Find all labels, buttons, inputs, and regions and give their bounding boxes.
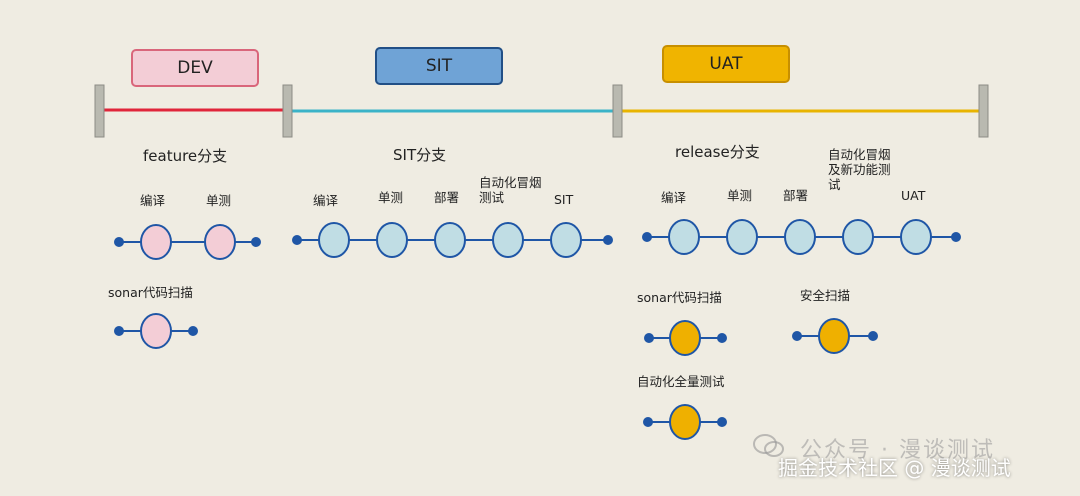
uat-sonar-pipeline (644, 320, 727, 356)
timeline-marker-start (94, 84, 105, 138)
uat-unit-test-node (726, 219, 758, 255)
timeline-marker-dev-sit (282, 84, 293, 138)
dev-unit-test-node (204, 224, 236, 260)
sit-unit-test-node (376, 222, 408, 258)
uat-sonar-label: sonar代码扫描 (637, 290, 722, 305)
dev-sonar-node (140, 313, 172, 349)
uat-test-label: UAT (901, 188, 926, 203)
uat-deploy-node (784, 219, 816, 255)
dev-pipeline (114, 224, 261, 260)
timeline-marker-end (978, 84, 989, 138)
uat-unit-test-label: 单测 (727, 188, 753, 203)
timeline-marker-sit-uat (612, 84, 623, 138)
uat-auto-smoke-node (842, 219, 874, 255)
uat-security-label: 安全扫描 (800, 288, 851, 303)
sit-auto-smoke-label-line2: 测试 (479, 190, 505, 205)
sit-deploy-node (434, 222, 466, 258)
watermark-account: 公众号 · 漫谈测试 (800, 438, 995, 463)
uat-auto-smoke-label-line2: 及新功能测 (828, 162, 891, 177)
sit-compile-label: 编译 (313, 193, 339, 208)
uat-environment-box: UAT (662, 45, 790, 83)
sit-auto-smoke-label-line1: 自动化冒烟 (479, 175, 542, 190)
sit-pipeline (292, 222, 613, 258)
sit-compile-node (318, 222, 350, 258)
uat-compile-node (668, 219, 700, 255)
uat-sonar-node (669, 320, 701, 356)
dev-compile-node (140, 224, 172, 260)
release-branch-label: release分支 (675, 143, 760, 161)
dev-sonar-pipeline (114, 313, 198, 349)
sit-deploy-label: 部署 (434, 190, 460, 205)
uat-compile-label: 编译 (661, 190, 687, 205)
sit-test-label: SIT (554, 192, 574, 207)
dev-sonar-label: sonar代码扫描 (108, 285, 193, 300)
feature-branch-label: feature分支 (143, 147, 228, 165)
dev-unit-test-label: 单测 (206, 193, 232, 208)
uat-test-node (900, 219, 932, 255)
uat-security-node (818, 318, 850, 354)
dev-environment-box: DEV (131, 49, 259, 87)
watermark-site: 掘金技术社区 @ 漫谈测试 (778, 456, 1011, 480)
dev-compile-label: 编译 (140, 193, 166, 208)
uat-pipeline (642, 219, 961, 255)
sit-auto-smoke-node (492, 222, 524, 258)
uat-deploy-label: 部署 (783, 188, 809, 203)
wechat-icon (753, 434, 784, 457)
sit-branch-label: SIT分支 (393, 146, 447, 164)
uat-auto-smoke-label-line1: 自动化冒烟 (828, 147, 891, 162)
uat-auto-smoke-label-line3: 试 (828, 177, 841, 192)
sit-unit-test-label: 单测 (378, 190, 404, 205)
uat-full-test-node (669, 404, 701, 440)
sit-test-node (550, 222, 582, 258)
uat-full-test-label: 自动化全量测试 (637, 374, 725, 389)
sit-environment-box: SIT (375, 47, 503, 85)
uat-full-test-pipeline (643, 404, 727, 440)
uat-security-pipeline (792, 318, 878, 354)
